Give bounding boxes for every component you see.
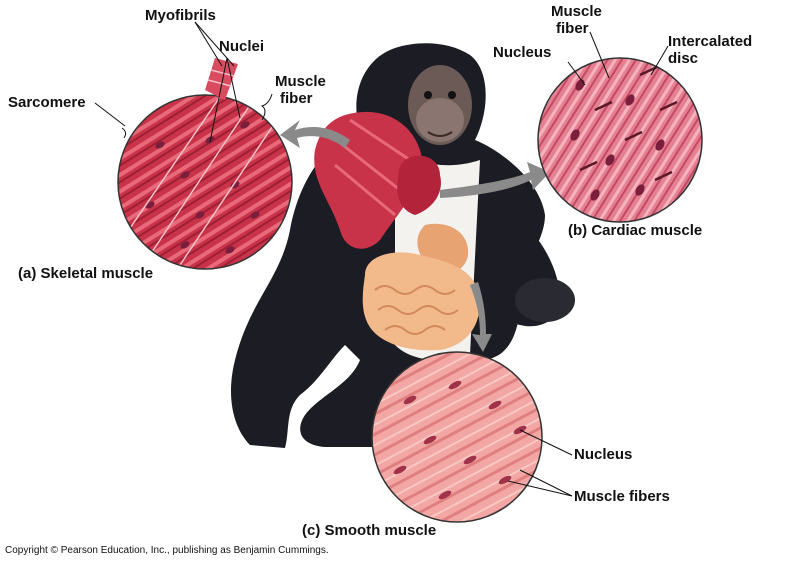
intestines — [362, 252, 480, 351]
label-smooth-nucleus: Nucleus — [574, 446, 633, 463]
copyright-notice: Copyright © Pearson Education, Inc., pub… — [5, 545, 329, 556]
label-cardiac-nucleus: Nucleus — [493, 44, 552, 61]
smooth-muscle-circle — [371, 351, 543, 523]
arrow-to-cardiac — [440, 162, 550, 198]
label-intercalated-line1: Intercalated — [668, 33, 753, 50]
label-myofibrils: Myofibrils — [145, 7, 216, 24]
arrow-to-skeletal — [280, 120, 350, 148]
label-cardiac-muscle-fiber-line2: fiber — [556, 20, 589, 37]
leader-lines — [94, 21, 669, 497]
label-muscle-fiber-line1: Muscle — [275, 73, 326, 90]
cardiac-muscle-circle — [537, 57, 703, 223]
caption-smooth-muscle: (c) Smooth muscle — [302, 522, 437, 539]
label-smooth-muscle-fibers: Muscle fibers — [574, 488, 670, 505]
label-intercalated-line2: disc — [668, 50, 699, 67]
arrow-to-smooth — [470, 282, 492, 352]
label-cardiac-muscle-fiber-line1: Muscle — [551, 3, 602, 20]
label-sarcomere: Sarcomere — [8, 94, 86, 111]
label-muscle-fiber-line2: fiber — [280, 90, 313, 107]
caption-cardiac-muscle: (b) Cardiac muscle — [568, 222, 703, 239]
skeletal-muscle-circle — [117, 58, 293, 270]
caption-skeletal-muscle: (a) Skeletal muscle — [18, 265, 154, 282]
label-nuclei: Nuclei — [219, 38, 265, 55]
heart — [397, 155, 441, 215]
